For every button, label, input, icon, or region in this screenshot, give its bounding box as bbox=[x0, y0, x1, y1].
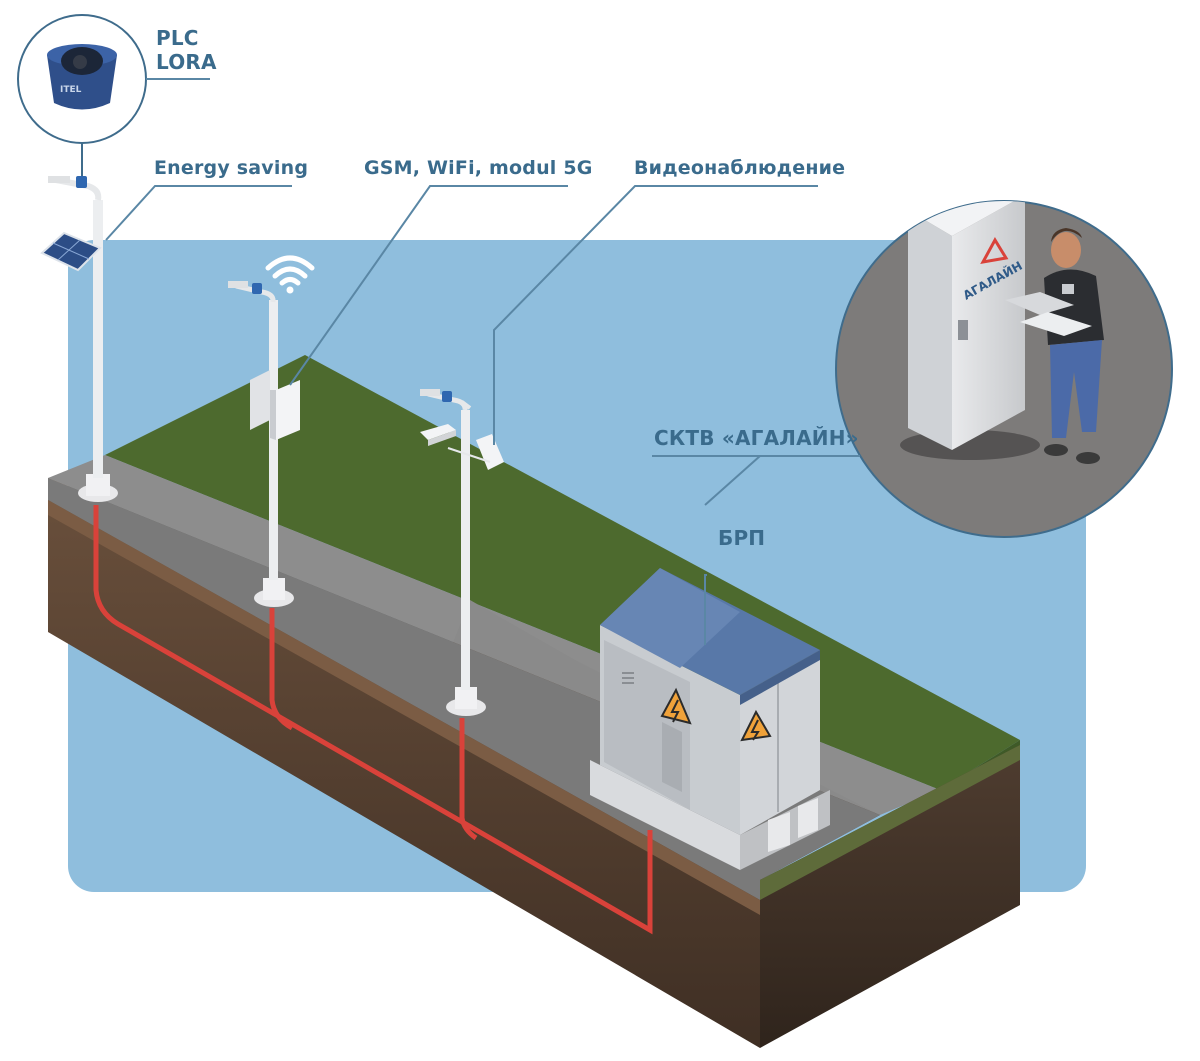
camera-icon bbox=[420, 424, 504, 470]
leader-video bbox=[493, 185, 818, 445]
leader-brp bbox=[704, 574, 707, 645]
soil-right-top bbox=[760, 745, 1020, 900]
label-gsm: GSM, WiFi, modul 5G bbox=[364, 157, 593, 179]
operator-circle: АГАЛАЙН bbox=[835, 200, 1173, 538]
warning-icon bbox=[660, 687, 692, 725]
pole-energy-saving bbox=[40, 176, 118, 502]
label-brp: БРП bbox=[718, 526, 766, 550]
wifi-icon bbox=[265, 255, 315, 286]
soil-right bbox=[760, 745, 1020, 1048]
leader-brp-up bbox=[704, 455, 761, 506]
label-plc: PLC bbox=[156, 26, 199, 50]
device-logo: ITEL bbox=[60, 85, 82, 95]
operator-person bbox=[1005, 228, 1104, 464]
pole-video bbox=[420, 389, 504, 716]
leader-gsm bbox=[289, 185, 568, 386]
label-lora: LORA bbox=[156, 50, 217, 74]
label-sktv: СКТВ «АГАЛАЙН» bbox=[654, 426, 859, 450]
pole-gsm-wifi bbox=[228, 255, 315, 607]
cabinet-logo-icon bbox=[980, 237, 1009, 265]
leader-lines bbox=[105, 78, 860, 645]
brp-kiosk bbox=[590, 568, 830, 870]
label-video: Видеонаблюдение bbox=[634, 157, 846, 179]
warning-icon-2 bbox=[740, 709, 772, 742]
underground-cables bbox=[93, 505, 653, 935]
plc-device-circle: ITEL bbox=[17, 14, 147, 176]
leader-energy-saving bbox=[105, 185, 292, 241]
label-energy-saving: Energy saving bbox=[154, 157, 309, 179]
soil-band bbox=[48, 500, 760, 915]
